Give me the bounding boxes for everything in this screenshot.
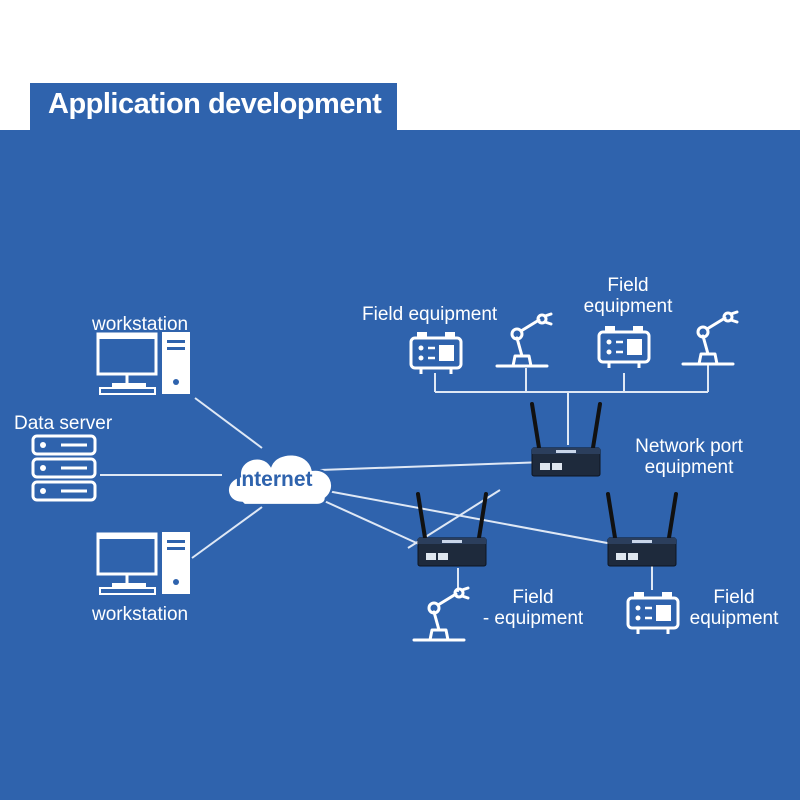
- title-tab: [30, 83, 397, 130]
- link-workstation-bottom: [191, 506, 263, 559]
- robot-arm-icon: [495, 312, 553, 368]
- field-equipment-label: Field equipment: [583, 275, 673, 317]
- link-router-1: [319, 461, 546, 471]
- control-box-icon: [597, 324, 651, 370]
- internet-label: Internet: [235, 468, 313, 491]
- workstation-top-label: workstation: [92, 314, 189, 335]
- router-icon: [530, 402, 602, 478]
- page-title: Application development: [48, 88, 382, 120]
- link-router-3: [321, 489, 619, 546]
- router-icon: [606, 492, 678, 568]
- control-box-icon: [626, 590, 680, 636]
- field-equipment-label: Field - equipment: [482, 587, 584, 629]
- server-rack-icon: [31, 434, 97, 502]
- robot-arm-icon: [681, 310, 739, 366]
- data-server-label: Data server: [14, 413, 113, 434]
- robot-arm-icon: [412, 586, 470, 642]
- field-equipment-label: Field equipment: [689, 587, 779, 629]
- link-router-2: [321, 499, 433, 551]
- field-equipment-label: Field equipment: [362, 304, 498, 325]
- diagram-panel: [0, 130, 800, 800]
- control-box-icon: [409, 330, 463, 376]
- desktop-computer-icon: [96, 330, 192, 396]
- link-workstation-top: [194, 397, 263, 449]
- workstation-bottom-label: workstation: [92, 604, 189, 625]
- desktop-computer-icon: [96, 530, 192, 596]
- network-port-equipment-label: Network port equipment: [635, 436, 743, 478]
